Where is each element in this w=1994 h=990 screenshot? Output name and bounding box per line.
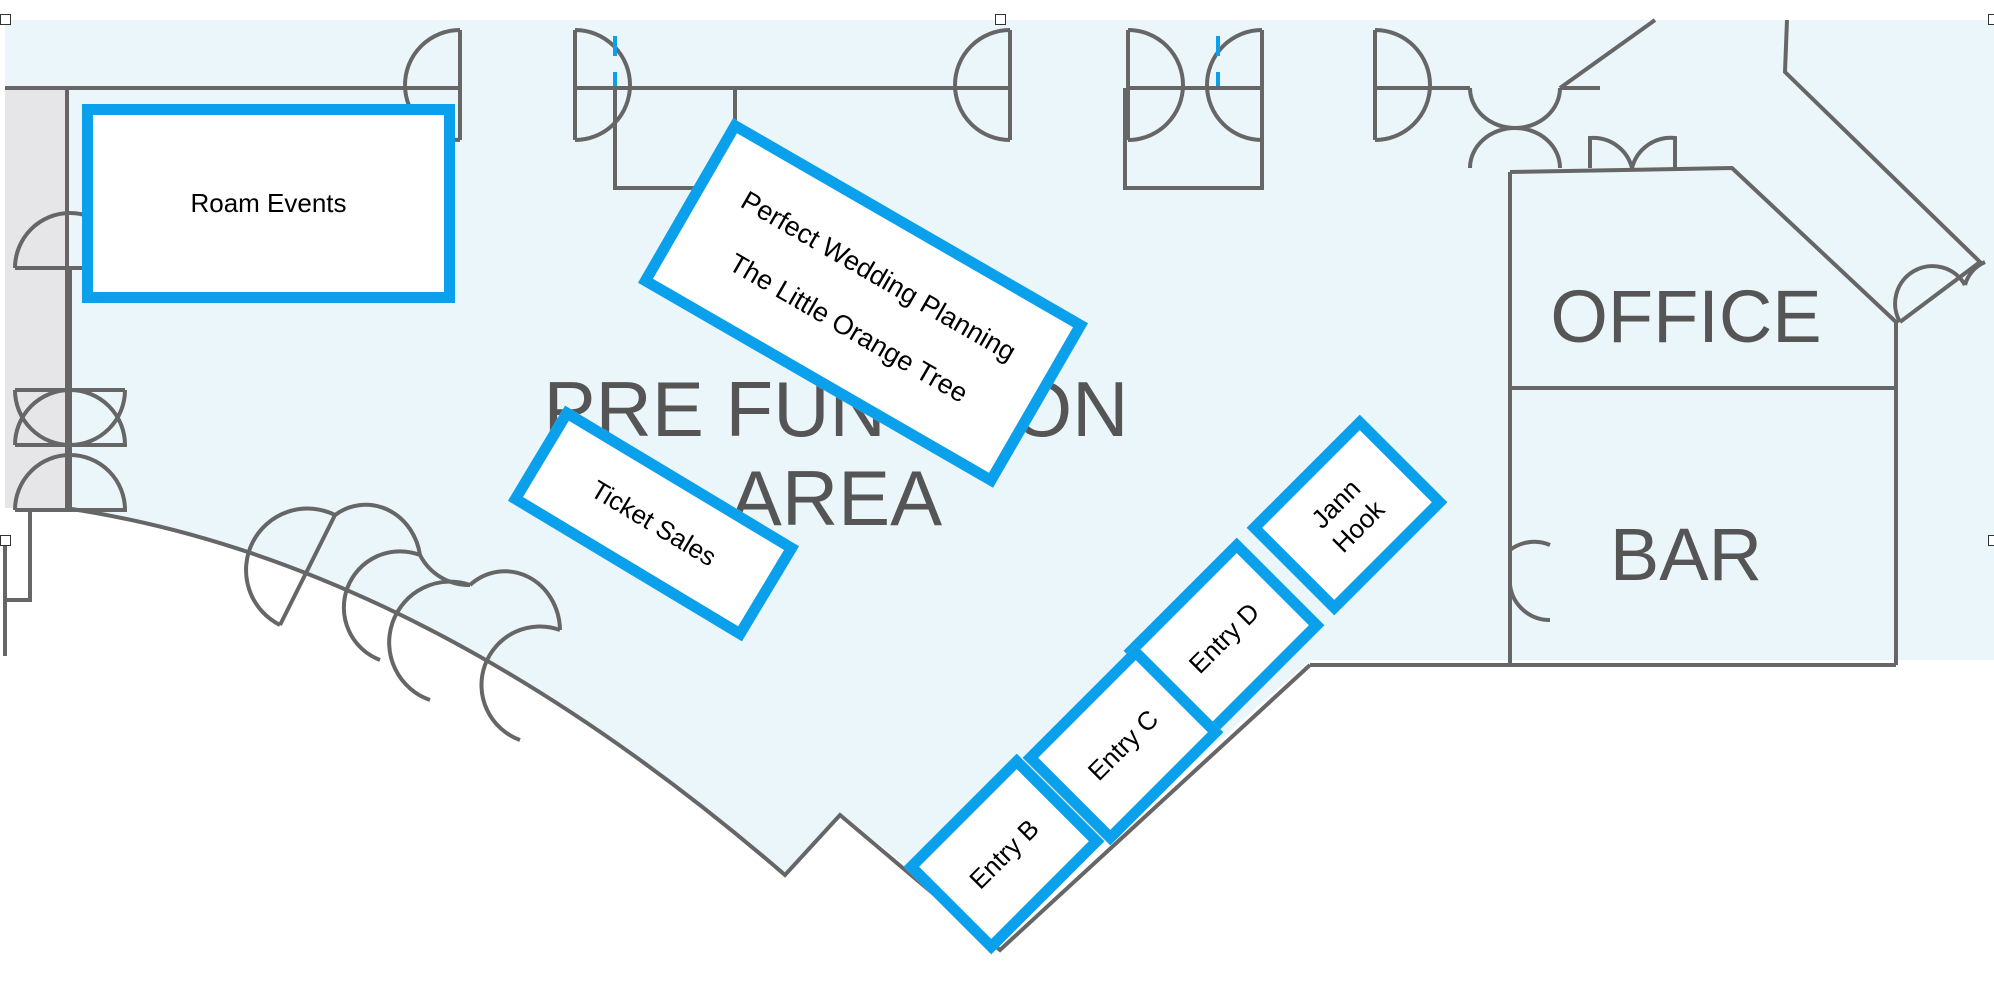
resize-handle-middle-right[interactable]	[1988, 535, 1994, 546]
door-swings	[13, 28, 1986, 742]
office-bar-walls	[1310, 165, 1898, 667]
resize-handle-top-right[interactable]	[1988, 14, 1994, 25]
booth-label: Entry B	[963, 813, 1045, 895]
bottom-wall	[64, 506, 1312, 953]
blue-markers	[613, 36, 1220, 86]
resize-handle-middle-left[interactable]	[0, 535, 11, 546]
booth-label: Roam Events	[190, 188, 347, 219]
booth-label: Entry C	[1081, 703, 1165, 787]
booth-label: Ticket Sales	[585, 474, 722, 573]
pre-function-floor	[5, 20, 1994, 935]
top-right-diagonal	[1558, 18, 1984, 324]
office-label: OFFICE	[1550, 275, 1821, 358]
booth-roam-events[interactable]: Roam Events	[82, 104, 455, 303]
resize-handle-top-left[interactable]	[0, 14, 11, 25]
resize-handle-top-center[interactable]	[995, 14, 1006, 25]
booth-label: Entry D	[1182, 596, 1266, 680]
bar-label: BAR	[1610, 513, 1762, 596]
